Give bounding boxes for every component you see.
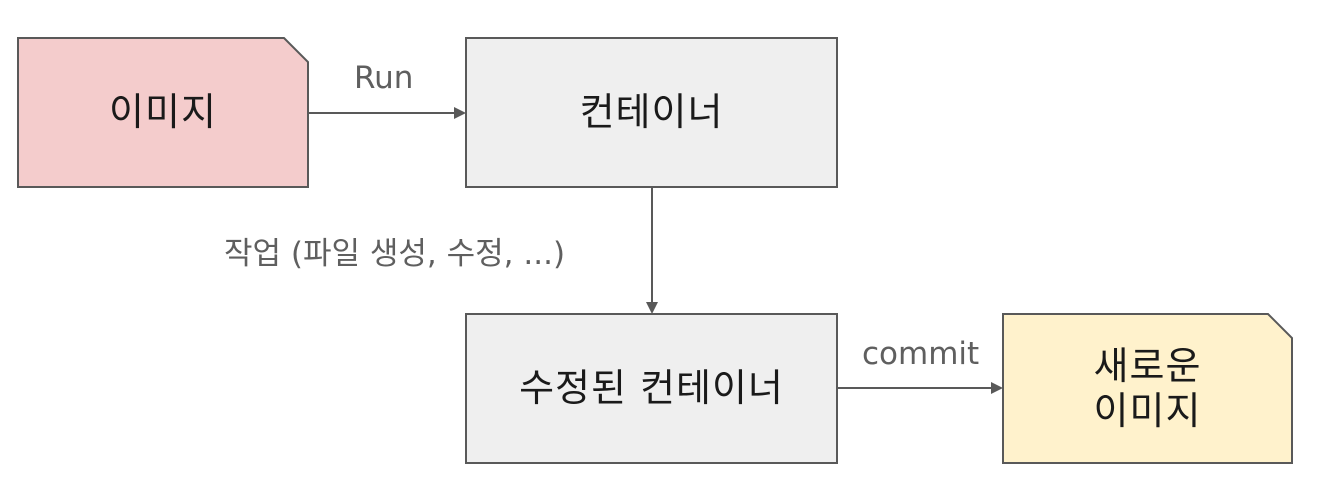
run-edge-label: Run [354, 60, 414, 96]
new-image-label-line-2: 이미지 [1093, 388, 1202, 433]
container-node-shape [465, 37, 838, 188]
commit-edge-label: commit [862, 336, 980, 372]
new-image-label-line-1: 새로운 [1093, 343, 1202, 388]
image-node-shape [17, 37, 309, 188]
new-image-node: 새로운 이미지 [1003, 314, 1292, 463]
work-edge-label: 작업 (파일 생성, 수정, ...) [224, 236, 566, 272]
container-node-label: 컨테이너 [579, 90, 724, 135]
image-node: 이미지 [18, 38, 308, 187]
image-node-label: 이미지 [109, 90, 217, 135]
container-node: 컨테이너 [466, 38, 837, 187]
modified-container-node-shape [465, 313, 838, 464]
new-image-node-shape [1002, 313, 1293, 464]
modified-container-node: 수정된 컨테이너 [466, 314, 837, 463]
new-image-node-label: 새로운 이미지 [1094, 344, 1202, 434]
modified-container-node-label: 수정된 컨테이너 [519, 366, 784, 411]
